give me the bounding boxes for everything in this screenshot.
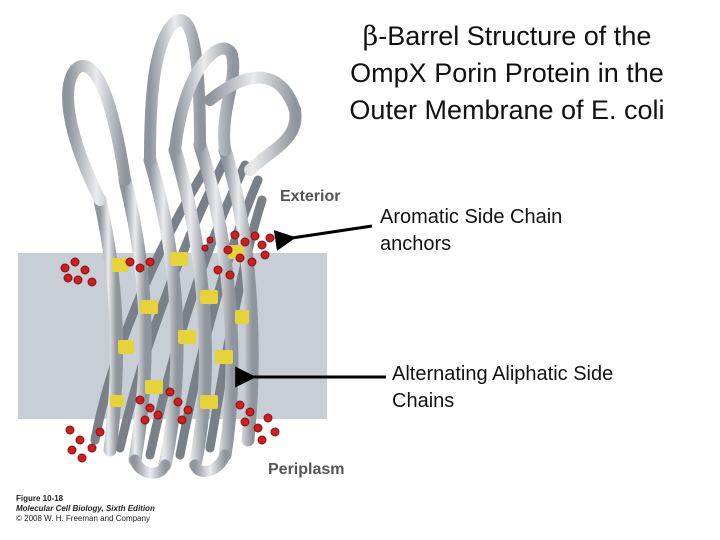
copyright-line: © 2008 W. H. Freeman and Company [16, 514, 155, 524]
aromatic-arrow [292, 226, 372, 238]
figure-number: Figure 10-18 [16, 494, 155, 504]
aromatic-callout-text: Aromatic Side Chain anchors [380, 204, 630, 258]
aromatic-cluster-bottom-left [66, 426, 104, 462]
aliphatic-callout-text: Alternating Aliphatic Side Chains [392, 361, 642, 415]
book-title: Molecular Cell Biology, Sixth Edition [16, 504, 155, 514]
exterior-label: Exterior [280, 188, 340, 206]
periplasm-label: Periplasm [268, 461, 344, 479]
figure-caption: Figure 10-18 Molecular Cell Biology, Six… [16, 494, 155, 524]
